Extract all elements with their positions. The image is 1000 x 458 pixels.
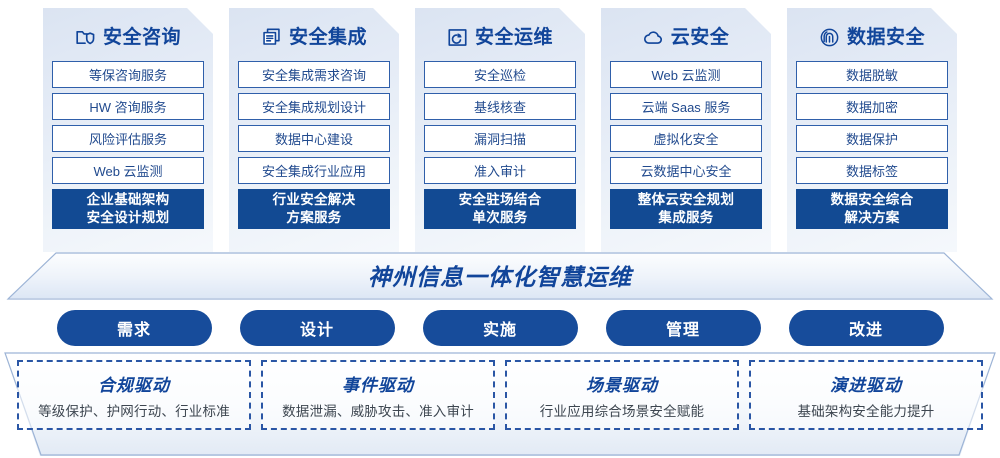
column-header: 安全运维 [424, 17, 576, 57]
service-item[interactable]: 虚拟化安全 [610, 125, 762, 152]
service-item[interactable]: 云数据中心安全 [610, 157, 762, 184]
driver-card-compliance[interactable]: 合规驱动 等级保护、护网行动、行业标准 [17, 360, 251, 430]
driver-title: 事件驱动 [342, 375, 414, 395]
service-columns: 安全咨询 等保咨询服务 HW 咨询服务 风险评估服务 Web 云监测 企业基础架… [0, 8, 1000, 252]
process-step-improvement[interactable]: 改进 [788, 310, 944, 346]
highlight-line-1: 企业基础架构 [86, 192, 170, 208]
highlight-line-2: 单次服务 [472, 210, 528, 225]
service-highlight-card[interactable]: 整体云安全规划 集成服务 [610, 189, 762, 229]
service-item[interactable]: 安全集成需求咨询 [238, 61, 390, 88]
driver-subtitle: 基础架构安全能力提升 [797, 403, 935, 419]
column-header: 安全咨询 [52, 17, 204, 57]
process-steps: 需求 设计 实施 管理 改进 [0, 310, 1000, 346]
service-column-data-security[interactable]: 数据安全 数据脱敏 数据加密 数据保护 数据标签 数据安全综合 解决方案 [787, 8, 957, 252]
service-column-cloud-security[interactable]: 云安全 Web 云监测 云端 Saas 服务 虚拟化安全 云数据中心安全 整体云… [601, 8, 771, 252]
drivers-section: 合规驱动 等级保护、护网行动、行业标准 事件驱动 数据泄漏、威胁攻击、准入审计 … [0, 352, 1000, 456]
service-column-security-consulting[interactable]: 安全咨询 等保咨询服务 HW 咨询服务 风险评估服务 Web 云监测 企业基础架… [43, 8, 213, 252]
banner-outline [6, 252, 994, 300]
highlight-line-1: 数据安全综合 [830, 192, 914, 208]
highlight-line-2: 集成服务 [658, 210, 714, 225]
service-item[interactable]: 数据标签 [796, 157, 948, 184]
service-item[interactable]: 数据脱敏 [796, 61, 948, 88]
banner-title: 神州信息一体化智慧运维 [368, 264, 632, 290]
cloud-icon [643, 27, 664, 48]
highlight-line-2: 安全设计规划 [86, 210, 170, 225]
column-header: 数据安全 [796, 17, 948, 57]
service-item[interactable]: Web 云监测 [52, 157, 204, 184]
driver-card-evolution[interactable]: 演进驱动 基础架构安全能力提升 [749, 360, 983, 430]
service-item[interactable]: 数据保护 [796, 125, 948, 152]
driver-title: 合规驱动 [98, 375, 170, 395]
driver-title: 演进驱动 [830, 375, 902, 395]
highlight-line-1: 行业安全解决 [272, 192, 356, 208]
service-item[interactable]: 安全集成规划设计 [238, 93, 390, 120]
column-title: 安全咨询 [102, 26, 181, 48]
platform-banner: 神州信息一体化智慧运维 [0, 252, 1000, 300]
highlight-line-2: 方案服务 [286, 210, 342, 225]
service-item[interactable]: HW 咨询服务 [52, 93, 204, 120]
process-step-management[interactable]: 管理 [605, 310, 761, 346]
service-item[interactable]: 漏洞扫描 [424, 125, 576, 152]
process-step-design[interactable]: 设计 [239, 310, 395, 346]
column-title: 数据安全 [846, 26, 925, 48]
service-highlight-card[interactable]: 安全驻场结合 单次服务 [424, 189, 576, 229]
stacked-documents-icon [261, 27, 282, 48]
column-title: 安全集成 [288, 26, 367, 48]
service-item[interactable]: 风险评估服务 [52, 125, 204, 152]
highlight-line-1: 整体云安全规划 [637, 192, 735, 208]
process-step-demand[interactable]: 需求 [56, 310, 212, 346]
column-header: 云安全 [610, 17, 762, 57]
column-title: 云安全 [670, 26, 730, 48]
driver-cards: 合规驱动 等级保护、护网行动、行业标准 事件驱动 数据泄漏、威胁攻击、准入审计 … [0, 360, 1000, 436]
service-item[interactable]: 云端 Saas 服务 [610, 93, 762, 120]
driver-card-scenario[interactable]: 场景驱动 行业应用综合场景安全赋能 [505, 360, 739, 430]
driver-subtitle: 数据泄漏、威胁攻击、准入审计 [282, 403, 474, 419]
service-highlight-card[interactable]: 行业安全解决 方案服务 [238, 189, 390, 229]
service-item[interactable]: 安全集成行业应用 [238, 157, 390, 184]
service-item[interactable]: 基线核查 [424, 93, 576, 120]
service-item[interactable]: Web 云监测 [610, 61, 762, 88]
driver-subtitle: 行业应用综合场景安全赋能 [539, 403, 705, 419]
service-column-security-integration[interactable]: 安全集成 安全集成需求咨询 安全集成规划设计 数据中心建设 安全集成行业应用 行… [229, 8, 399, 252]
service-highlight-card[interactable]: 企业基础架构 安全设计规划 [52, 189, 204, 229]
service-item[interactable]: 数据中心建设 [238, 125, 390, 152]
service-highlight-card[interactable]: 数据安全综合 解决方案 [796, 189, 948, 229]
service-column-security-operations[interactable]: 安全运维 安全巡检 基线核查 漏洞扫描 准入审计 安全驻场结合 单次服务 [415, 8, 585, 252]
service-item[interactable]: 数据加密 [796, 93, 948, 120]
service-item[interactable]: 安全巡检 [424, 61, 576, 88]
service-item[interactable]: 准入审计 [424, 157, 576, 184]
fingerprint-icon [819, 27, 840, 48]
driver-card-incident[interactable]: 事件驱动 数据泄漏、威胁攻击、准入审计 [261, 360, 495, 430]
process-step-implementation[interactable]: 实施 [422, 310, 578, 346]
column-header: 安全集成 [238, 17, 390, 57]
service-item[interactable]: 等保咨询服务 [52, 61, 204, 88]
highlight-line-2: 解决方案 [844, 210, 900, 225]
column-title: 安全运维 [474, 26, 553, 48]
driver-subtitle: 等级保护、护网行动、行业标准 [38, 403, 230, 419]
monitor-chart-icon [447, 27, 468, 48]
highlight-line-1: 安全驻场结合 [458, 192, 542, 208]
driver-title: 场景驱动 [586, 375, 658, 395]
folder-shield-icon [75, 27, 96, 48]
banner-shape [8, 252, 992, 298]
